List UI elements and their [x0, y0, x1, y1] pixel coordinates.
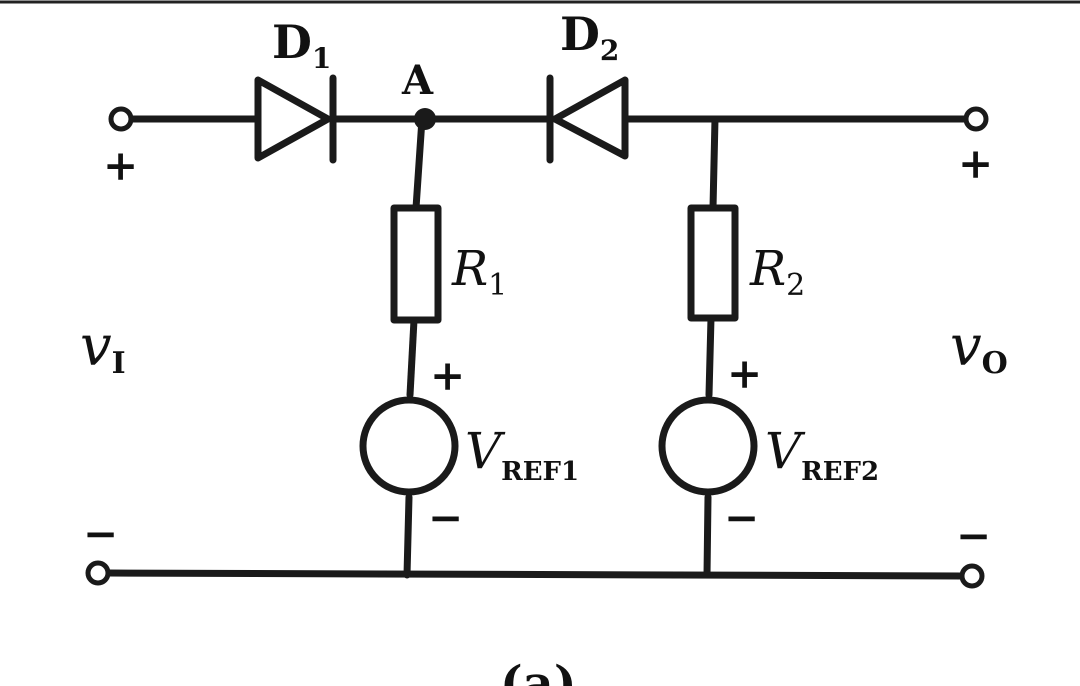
label-vref2: VREF2: [765, 422, 879, 487]
wire-r1-to-vref1: [406, 316, 418, 399]
terminal-output-bottom: [959, 563, 985, 589]
diode-d2: [546, 74, 629, 164]
plus-output: +: [958, 139, 993, 188]
terminal-input-bottom: [85, 560, 111, 586]
resistor-r2: [687, 204, 739, 322]
plus-vref1: +: [430, 351, 465, 400]
label-node-a: A: [401, 57, 434, 104]
minus-output: −: [956, 511, 991, 560]
label-vo: vO: [950, 314, 1008, 381]
label-d2: D2: [560, 7, 619, 67]
caption: (a): [500, 656, 577, 686]
minus-vref2: −: [724, 493, 759, 542]
resistor-r1: [390, 204, 442, 324]
terminal-input-top: [108, 106, 134, 132]
label-r2: R2: [749, 241, 805, 303]
label-d1: D1: [272, 15, 331, 75]
minus-input: −: [83, 509, 118, 558]
node-a-dot: [414, 108, 436, 130]
label-r1: R1: [451, 241, 507, 303]
terminal-output-top: [963, 106, 989, 132]
label-vref1: VREF1: [465, 422, 579, 487]
diode-d1: [254, 74, 337, 164]
source-vref1: [359, 396, 459, 496]
label-vi: vI: [80, 314, 126, 381]
wire-r2-to-vref2: [705, 314, 715, 399]
wire-vref1-to-ground: [403, 493, 413, 579]
wire-a-to-r1: [412, 115, 426, 212]
wire-node-to-r2: [709, 115, 719, 212]
wire-vref2-to-ground: [703, 493, 712, 579]
minus-vref1: −: [428, 493, 463, 542]
diode-d2-triangle: [551, 76, 629, 160]
plus-input: +: [103, 141, 138, 190]
source-vref2: [658, 396, 758, 496]
wire-ground: [104, 569, 966, 580]
diode-d1-triangle: [254, 76, 332, 162]
plus-vref2: +: [727, 349, 762, 398]
